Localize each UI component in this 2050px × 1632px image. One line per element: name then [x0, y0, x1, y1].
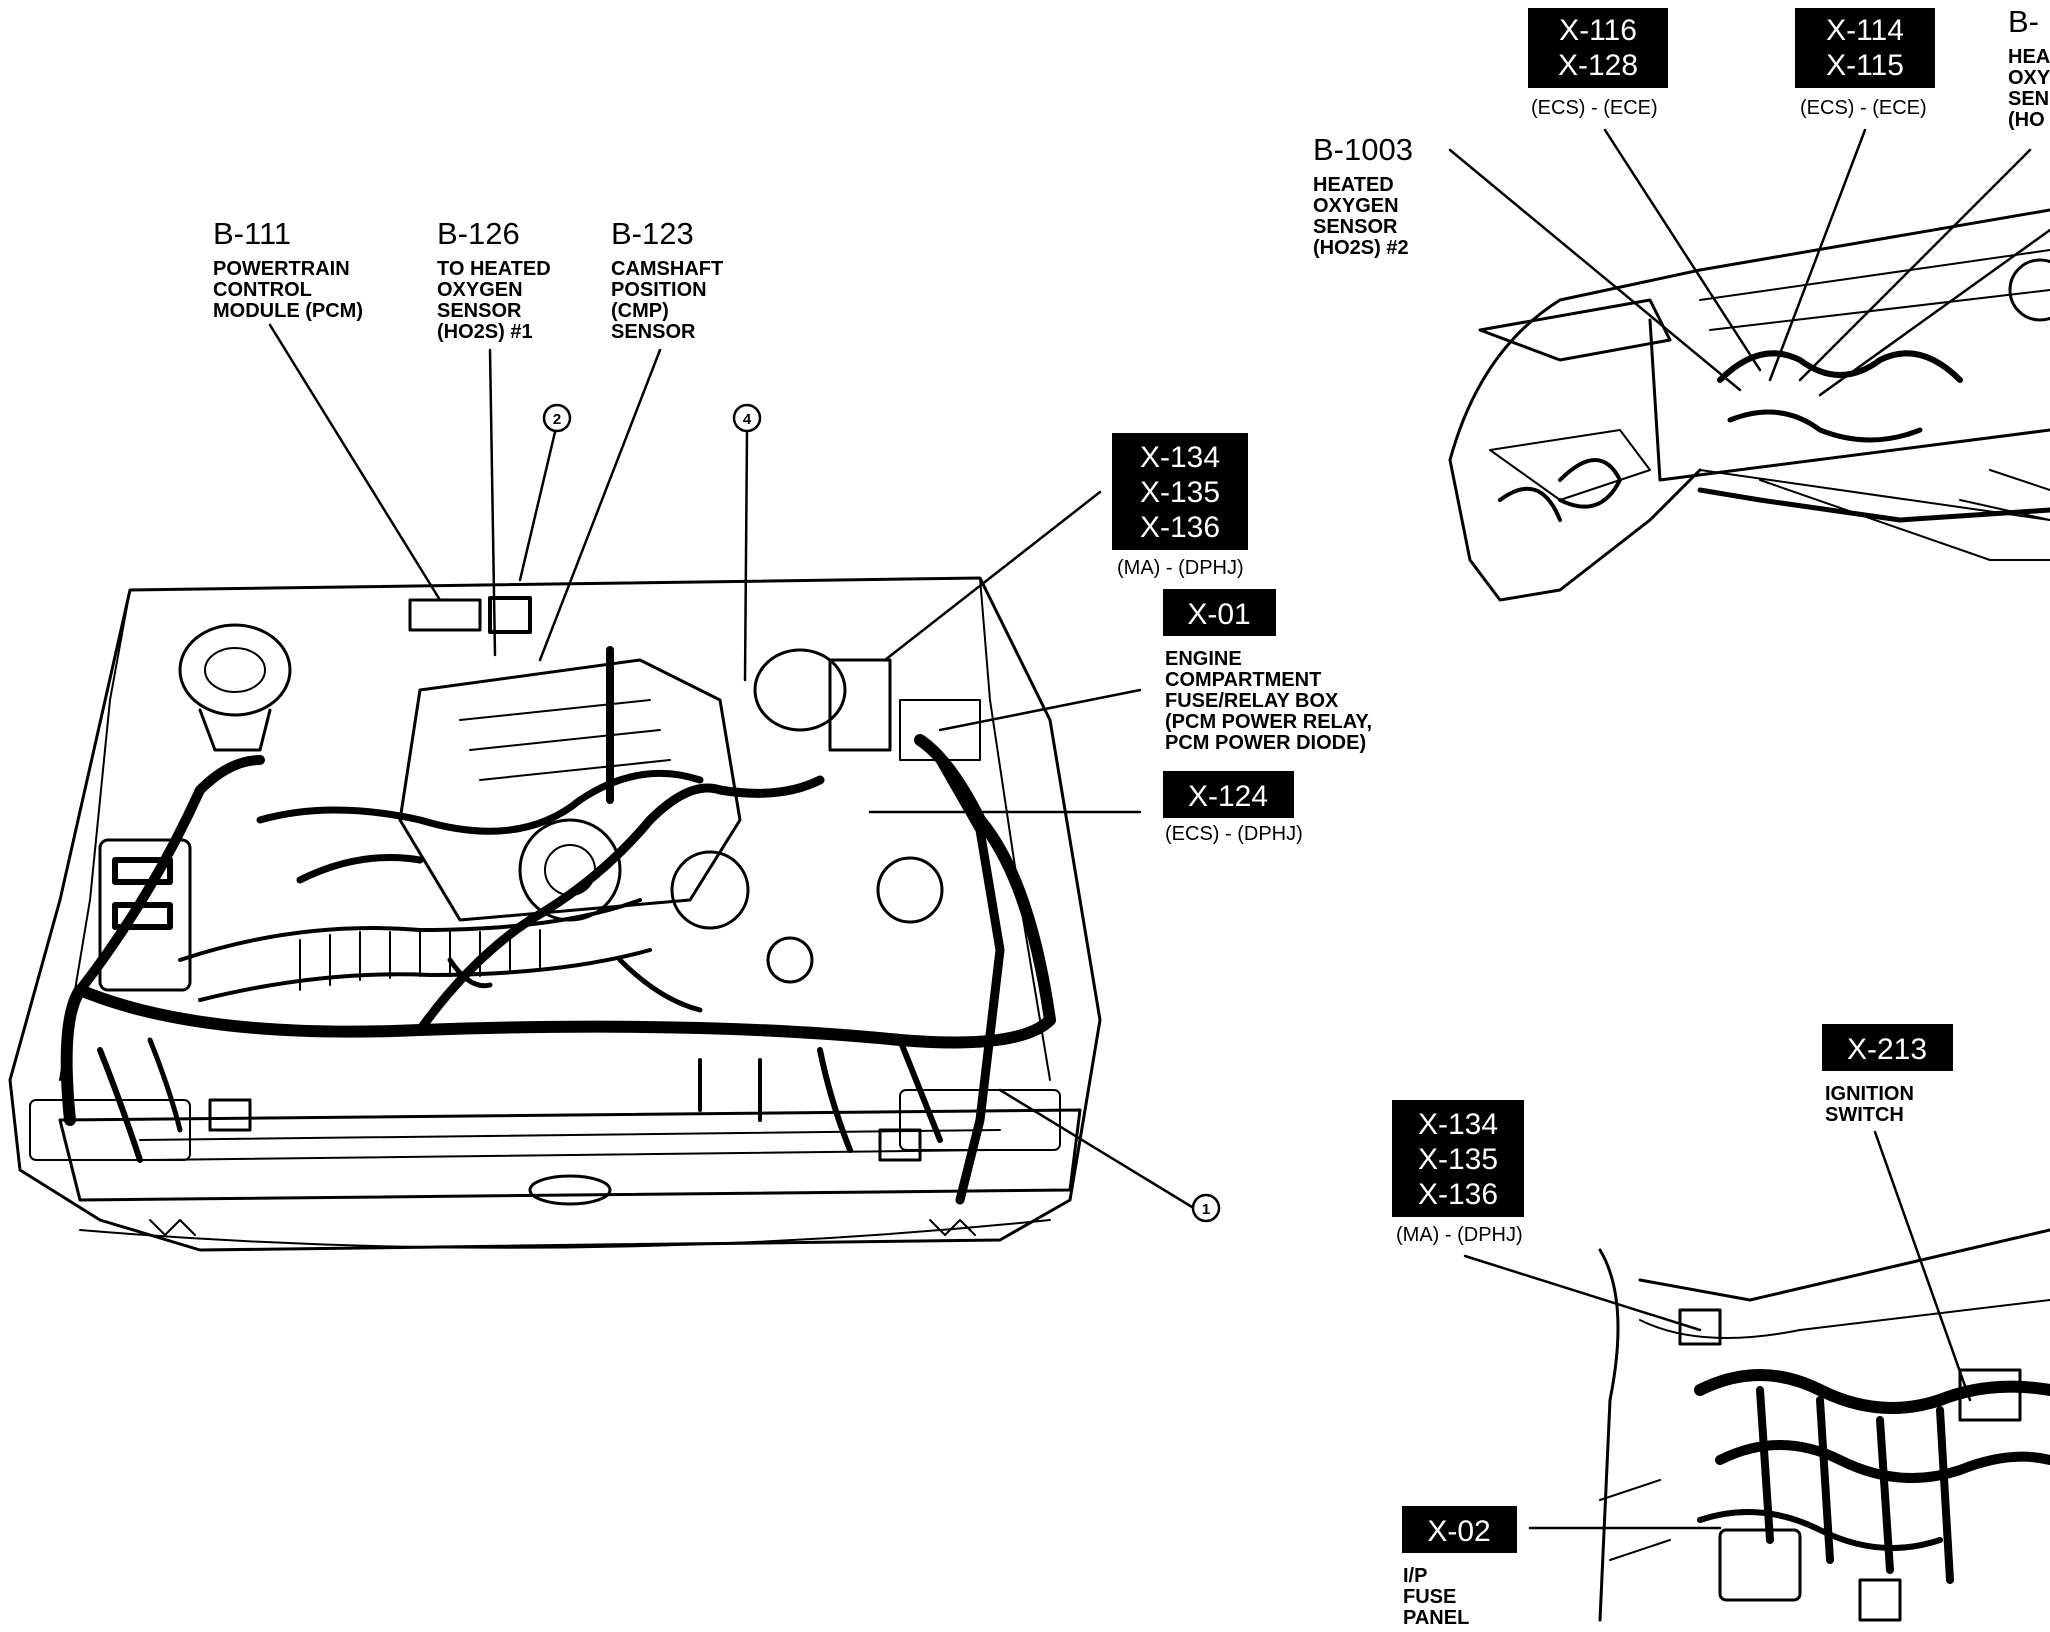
- svg-text:TO HEATED: TO HEATED: [437, 258, 551, 280]
- svg-text:ENGINE: ENGINE: [1165, 648, 1242, 670]
- label-b126: B-126 TO HEATED OXYGEN SENSOR (HO2S) #1: [437, 216, 551, 343]
- label-b-partial: B- HEA OXY SEN (HO: [2008, 4, 2050, 131]
- svg-text:B-1003: B-1003: [1313, 132, 1413, 167]
- svg-text:X-124: X-124: [1188, 780, 1268, 813]
- svg-text:HEA: HEA: [2008, 46, 2050, 68]
- svg-text:X-128: X-128: [1558, 49, 1638, 82]
- svg-text:B-123: B-123: [611, 216, 694, 251]
- svg-text:CAMSHAFT: CAMSHAFT: [611, 258, 723, 280]
- label-x116: X-116 X-128 (ECS) - (ECE): [1528, 8, 1668, 119]
- label-b1003: B-1003 HEATED OXYGEN SENSOR (HO2S) #2: [1313, 132, 1413, 259]
- svg-text:OXYGEN: OXYGEN: [1313, 195, 1399, 217]
- svg-text:(HO: (HO: [2008, 109, 2045, 131]
- svg-text:X-134: X-134: [1418, 1108, 1498, 1141]
- callout-1: 1: [1191, 1193, 1221, 1223]
- svg-text:X-136: X-136: [1418, 1178, 1498, 1211]
- vehicle-underbody-illustration: [1448, 208, 2050, 602]
- svg-text:OXYGEN: OXYGEN: [437, 279, 523, 301]
- leader-lines: [268, 128, 2050, 1530]
- svg-text:2: 2: [553, 411, 561, 428]
- svg-text:B-111: B-111: [213, 216, 291, 251]
- svg-text:(HO2S) #1: (HO2S) #1: [437, 321, 533, 343]
- svg-text:X-213: X-213: [1847, 1033, 1927, 1066]
- svg-text:X-135: X-135: [1418, 1143, 1498, 1176]
- svg-text:X-134: X-134: [1140, 441, 1220, 474]
- svg-text:POWERTRAIN: POWERTRAIN: [213, 258, 350, 280]
- svg-text:SWITCH: SWITCH: [1825, 1104, 1904, 1126]
- svg-text:IGNITION: IGNITION: [1825, 1083, 1914, 1105]
- label-x114: X-114 X-115 (ECS) - (ECE): [1795, 8, 1935, 119]
- label-x213: X-213 IGNITION SWITCH: [1822, 1024, 1953, 1126]
- svg-text:SEN: SEN: [2008, 88, 2049, 110]
- label-b123: B-123 CAMSHAFT POSITION (CMP) SENSOR: [611, 216, 723, 343]
- svg-text:CONTROL: CONTROL: [213, 279, 312, 301]
- svg-text:B-126: B-126: [437, 216, 520, 251]
- svg-text:FUSE: FUSE: [1403, 1586, 1456, 1608]
- svg-text:COMPARTMENT: COMPARTMENT: [1165, 669, 1321, 691]
- label-b111: B-111 POWERTRAIN CONTROL MODULE (PCM): [213, 216, 363, 322]
- svg-text:X-115: X-115: [1826, 49, 1904, 82]
- svg-text:(ECS) - (DPHJ): (ECS) - (DPHJ): [1165, 823, 1303, 845]
- svg-text:B-: B-: [2008, 4, 2039, 39]
- svg-text:FUSE/RELAY BOX: FUSE/RELAY BOX: [1165, 690, 1339, 712]
- label-x134-engine: X-134 X-135 X-136 (MA) - (DPHJ): [1112, 433, 1248, 579]
- svg-text:(ECS) - (ECE): (ECS) - (ECE): [1800, 97, 1927, 119]
- svg-text:(MA) - (DPHJ): (MA) - (DPHJ): [1117, 557, 1244, 579]
- svg-text:I/P: I/P: [1403, 1565, 1427, 1587]
- svg-text:(PCM POWER RELAY,: (PCM POWER RELAY,: [1165, 711, 1372, 733]
- label-x134-dash: X-134 X-135 X-136 (MA) - (DPHJ): [1392, 1100, 1524, 1246]
- svg-text:PANEL: PANEL: [1403, 1607, 1469, 1629]
- svg-text:(MA) - (DPHJ): (MA) - (DPHJ): [1396, 1224, 1523, 1246]
- svg-text:SENSOR: SENSOR: [437, 300, 522, 322]
- svg-text:PCM POWER DIODE): PCM POWER DIODE): [1165, 732, 1366, 754]
- svg-text:(CMP): (CMP): [611, 300, 669, 322]
- svg-text:OXY: OXY: [2008, 67, 2050, 89]
- svg-text:1: 1: [1202, 1201, 1210, 1218]
- label-x02: X-02 I/P FUSE PANEL: [1402, 1506, 1517, 1629]
- label-x01: X-01 ENGINE COMPARTMENT FUSE/RELAY BOX (…: [1163, 589, 1372, 754]
- svg-text:X-135: X-135: [1140, 476, 1220, 509]
- svg-text:(HO2S) #2: (HO2S) #2: [1313, 237, 1409, 259]
- instrument-panel-illustration: [1598, 1228, 2050, 1622]
- svg-text:MODULE (PCM): MODULE (PCM): [213, 300, 363, 322]
- label-x124: X-124 (ECS) - (DPHJ): [1163, 771, 1303, 845]
- svg-text:(ECS) - (ECE): (ECS) - (ECE): [1531, 97, 1658, 119]
- svg-text:HEATED: HEATED: [1313, 174, 1394, 196]
- svg-text:SENSOR: SENSOR: [1313, 216, 1398, 238]
- svg-text:X-02: X-02: [1427, 1515, 1490, 1548]
- svg-text:X-116: X-116: [1559, 14, 1637, 47]
- callout-2: 2: [542, 403, 572, 433]
- svg-text:X-01: X-01: [1187, 598, 1250, 631]
- svg-text:SENSOR: SENSOR: [611, 321, 696, 343]
- svg-text:X-136: X-136: [1140, 511, 1220, 544]
- svg-text:X-114: X-114: [1826, 14, 1904, 47]
- callout-4: 4: [732, 403, 762, 433]
- engine-compartment-illustration: [8, 576, 1102, 1252]
- svg-text:4: 4: [743, 411, 752, 428]
- svg-text:POSITION: POSITION: [611, 279, 707, 301]
